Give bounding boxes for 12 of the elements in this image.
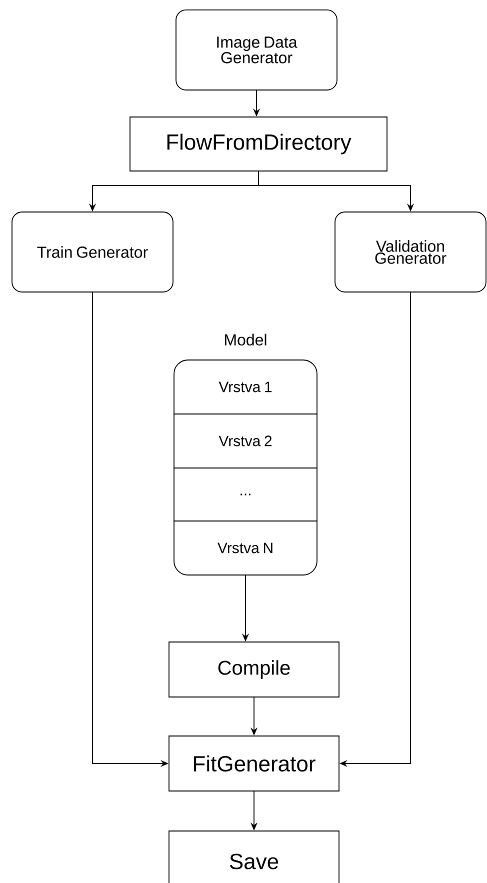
- layer-label: Vrstva 1: [218, 382, 272, 392]
- process-box: FitGenerator: [168, 736, 340, 792]
- process-box: Validation Generator: [334, 212, 486, 292]
- heading: Model: [225, 334, 266, 346]
- process-box: FlowFromDirectory: [130, 116, 388, 172]
- layer-label: Vrstva N: [218, 542, 272, 554]
- process-box: Save: [168, 830, 340, 883]
- process-box: Train Generator: [12, 212, 174, 292]
- process-box: Image Data Generator: [176, 10, 338, 90]
- process-box: Compile: [168, 642, 340, 698]
- layer-label: Vrstva 2: [218, 436, 272, 446]
- layer-label: ...: [240, 494, 250, 496]
